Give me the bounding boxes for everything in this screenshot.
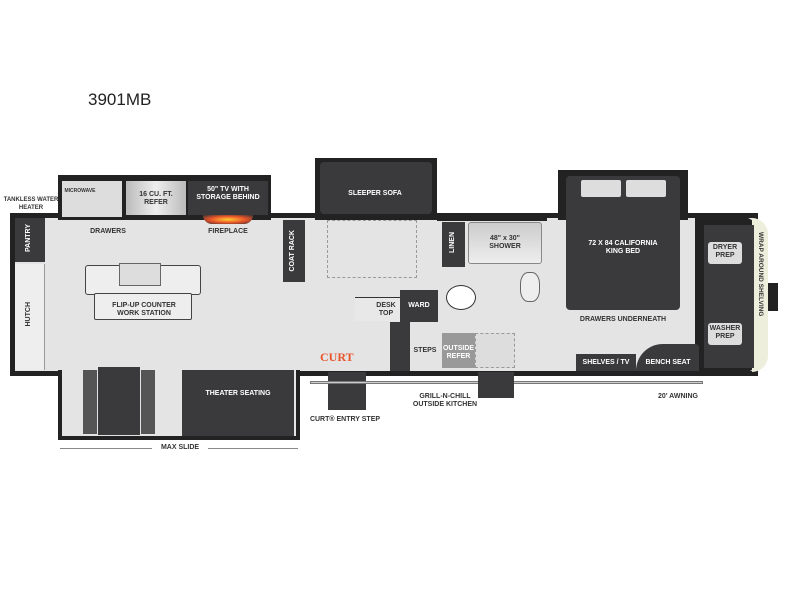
grill-n-chill	[478, 372, 514, 398]
flip-up-counter	[94, 293, 192, 320]
desk-top-label: DESK TOP	[376, 302, 396, 317]
ward-label: WARD	[408, 302, 430, 309]
pillow-right	[626, 180, 666, 197]
theater-seating	[182, 370, 294, 436]
outside-refer-label: OUTSIDE REFER	[442, 345, 475, 360]
entry-step-label: CURT® ENTRY STEP	[309, 416, 381, 423]
sleeper-sofa	[320, 162, 432, 214]
sink-bath-icon	[520, 272, 540, 302]
bath-wall	[437, 218, 547, 221]
microwave-label: MICROWAVE	[64, 188, 96, 194]
shower	[468, 222, 542, 264]
model-title: 3901MB	[88, 90, 152, 109]
refer-label: 16 CU. FT. REFER	[139, 191, 173, 206]
outside-counter	[475, 333, 515, 368]
washer-box	[708, 323, 742, 345]
dining-chairs	[83, 370, 155, 434]
drawers-label: DRAWERS	[90, 228, 126, 235]
refrigerator	[126, 181, 186, 215]
bed-label: 72 X 84 CALIFORNIA KING BED	[588, 240, 658, 255]
linen-label: LINEN	[449, 232, 456, 253]
hitch	[768, 283, 778, 311]
shelves-tv-label: SHELVES / TV	[582, 359, 630, 366]
steps-area	[390, 322, 410, 371]
outside-refer	[442, 333, 475, 368]
coat-rack	[283, 220, 305, 282]
pillow-left	[581, 180, 621, 197]
steps-label: STEPS	[413, 347, 437, 354]
curt-logo: CURT	[320, 350, 354, 364]
wrap-shelving	[752, 218, 768, 372]
sofa-bed-outline	[327, 220, 417, 278]
pantry-label: PANTRY	[25, 224, 32, 252]
max-slide-label: MAX SLIDE	[152, 444, 208, 452]
california-king-bed	[566, 176, 680, 310]
tankless-label: TANKLESS WATER HEATER	[3, 197, 59, 211]
sink-icon	[119, 263, 161, 286]
dryer-label: DRYER PREP	[712, 244, 738, 259]
hutch	[15, 264, 45, 370]
pantry	[15, 218, 45, 262]
grill-label: GRILL-N-CHILL OUTSIDE KITCHEN	[412, 393, 478, 408]
drawers-underneath-label: DRAWERS UNDERNEATH	[579, 316, 667, 323]
dining-table-top	[98, 367, 140, 435]
microwave-counter	[62, 181, 122, 217]
fireplace-icon	[203, 215, 253, 224]
shower-label: 48" x 30" SHOWER	[489, 235, 521, 250]
bench-seat-label: BENCH SEAT	[645, 359, 691, 366]
entry-step	[328, 372, 366, 410]
tv-label: 50" TV WITH STORAGE BEHIND	[196, 186, 260, 201]
hutch-label: HUTCH	[25, 302, 32, 327]
awning-label: 20' AWNING	[658, 393, 698, 400]
linen-closet	[442, 222, 465, 267]
wrap-shelving-label: WRAP AROUND SHELVING	[757, 232, 764, 317]
dryer-box	[708, 242, 742, 264]
tv-cabinet	[188, 181, 268, 215]
washer-label: WASHER PREP	[709, 325, 741, 340]
coat-rack-label: COAT RACK	[289, 230, 296, 272]
wardrobe	[400, 290, 438, 322]
desk-top	[355, 297, 400, 321]
fireplace-label: FIREPLACE	[208, 228, 248, 235]
theater-seating-label: THEATER SEATING	[205, 390, 271, 397]
sleeper-sofa-label: SLEEPER SOFA	[348, 190, 402, 197]
bench-seat	[636, 344, 699, 371]
toilet-icon	[446, 285, 476, 310]
shelves-tv	[576, 354, 636, 371]
island-label: FLIP-UP COUNTER WORK STATION	[112, 302, 176, 317]
